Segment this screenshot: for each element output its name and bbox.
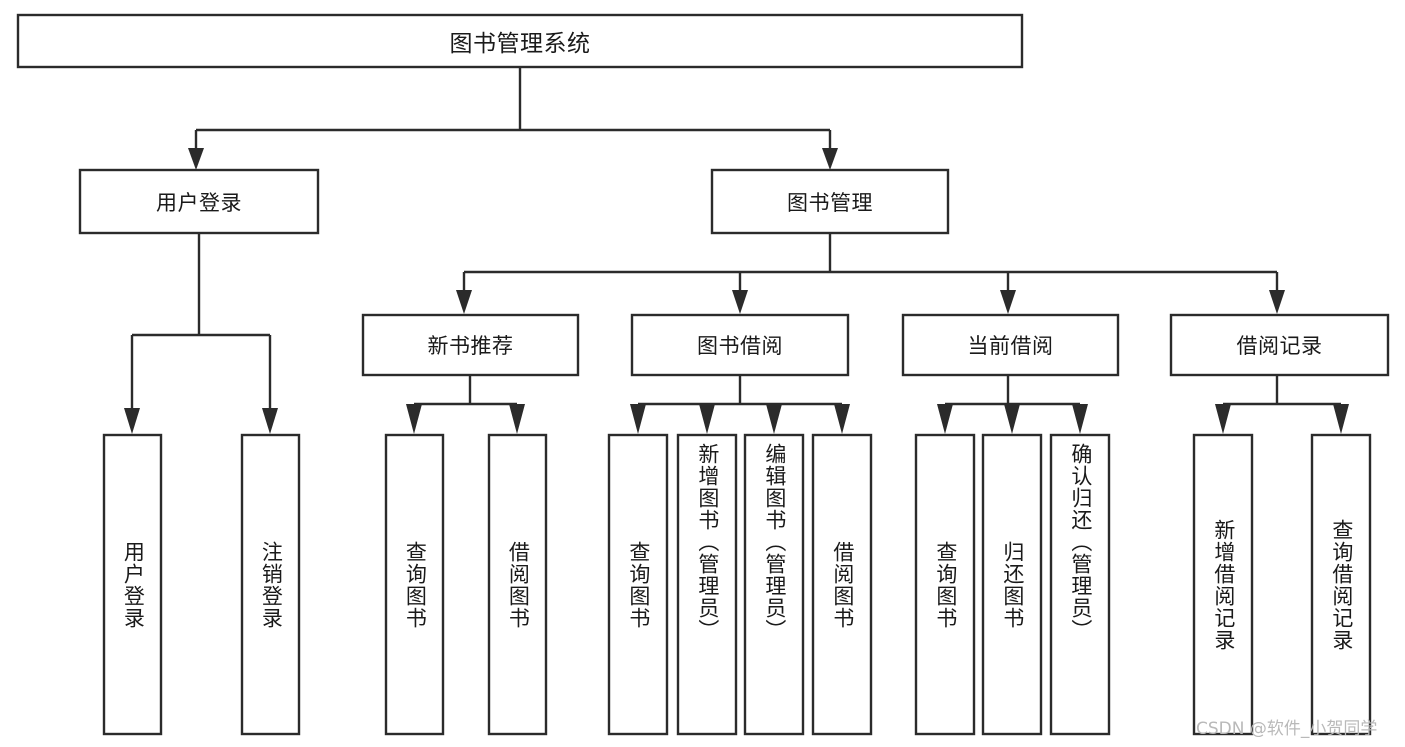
arrowhead-leaf-logout-icon bbox=[262, 408, 278, 434]
node-root-box[interactable] bbox=[16, 13, 1024, 69]
node-leaf-cb-return-box[interactable] bbox=[981, 433, 1043, 736]
arrowhead-leaf-user-login-icon bbox=[124, 408, 140, 434]
arrowhead-borrow-record-icon bbox=[1269, 290, 1285, 314]
node-leaf-nb-query-box[interactable] bbox=[384, 433, 445, 736]
arrowhead-bookborrow-leaf4-icon bbox=[834, 404, 850, 434]
node-borrow-record-box[interactable] bbox=[1169, 313, 1390, 377]
node-leaf-bb-borrow-box[interactable] bbox=[811, 433, 873, 736]
node-leaf-bb-edit-box[interactable] bbox=[743, 433, 805, 736]
node-current-borrow-box[interactable] bbox=[901, 313, 1120, 377]
node-leaf-user-login-box[interactable] bbox=[102, 433, 163, 736]
node-new-book-box[interactable] bbox=[361, 313, 580, 377]
node-leaf-logout-box[interactable] bbox=[240, 433, 301, 736]
arrowhead-currentborrow-leaf1-icon bbox=[937, 404, 953, 434]
node-book-borrow-box[interactable] bbox=[630, 313, 850, 377]
node-leaf-nb-borrow-box[interactable] bbox=[487, 433, 548, 736]
arrowhead-book-manage-icon bbox=[822, 148, 838, 170]
arrowhead-newbook-leaf2-icon bbox=[509, 404, 525, 434]
arrowhead-currentborrow-leaf2-icon bbox=[1004, 404, 1020, 434]
arrowhead-bookborrow-leaf2-icon bbox=[699, 404, 715, 434]
node-user-login-box[interactable] bbox=[78, 168, 320, 235]
node-book-manage-box[interactable] bbox=[710, 168, 950, 235]
arrowhead-current-borrow-icon bbox=[1000, 290, 1016, 314]
arrowhead-currentborrow-leaf3-icon bbox=[1072, 404, 1088, 434]
node-leaf-bb-add-box[interactable] bbox=[676, 433, 738, 736]
arrowhead-bookborrow-leaf1-icon bbox=[630, 404, 646, 434]
arrowhead-bookborrow-leaf3-icon bbox=[766, 404, 782, 434]
arrowhead-book-borrow-icon bbox=[732, 290, 748, 314]
node-leaf-bb-query-box[interactable] bbox=[607, 433, 669, 736]
arrowhead-new-book-icon bbox=[456, 290, 472, 314]
node-leaf-cb-query-box[interactable] bbox=[914, 433, 976, 736]
node-leaf-br-query-box[interactable] bbox=[1310, 433, 1372, 736]
arrowhead-borrowrecord-leaf1-icon bbox=[1215, 404, 1231, 434]
arrowhead-newbook-leaf1-icon bbox=[406, 404, 422, 434]
node-leaf-cb-confirm-box[interactable] bbox=[1049, 433, 1111, 736]
arrowhead-borrowrecord-leaf2-icon bbox=[1333, 404, 1349, 434]
arrowhead-user-login-icon bbox=[188, 148, 204, 170]
node-leaf-br-add-box[interactable] bbox=[1192, 433, 1254, 736]
